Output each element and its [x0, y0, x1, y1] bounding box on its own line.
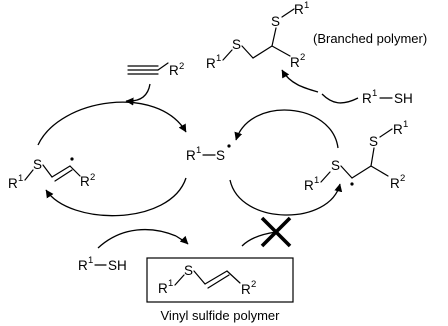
vinyl-radical-bond-s-c	[42, 164, 53, 178]
thiyl-radical-dot	[227, 144, 231, 148]
vinyl-radical-double-bond-a	[51, 165, 71, 178]
product-caption: Vinyl sulfide polymer	[161, 308, 281, 323]
branched-r1-left-label: R	[206, 56, 216, 71]
alkyl-radical-bond-ch2-c	[351, 165, 372, 179]
branched-polymer-molecule: R 1 S S R 1 R 2 (Branched polymer)	[206, 0, 427, 71]
vinyl-radical-r1-label: R	[8, 176, 18, 191]
alkyne-r-label: R	[169, 63, 179, 78]
product-bond-s-c	[193, 270, 206, 285]
branched-bond-r1-s	[222, 49, 233, 61]
left-cycle-lower-arrow	[45, 177, 187, 217]
branched-r1-top-superscript: 1	[304, 0, 309, 11]
product-r2-label: R	[241, 282, 251, 297]
branched-polymer-arrow	[281, 69, 319, 93]
alkyl-radical-s-left-label: S	[331, 158, 340, 173]
thiol-left-sh-label: SH	[108, 258, 127, 273]
thiol-right-molecule: R 1 SH	[362, 88, 413, 106]
vinyl-radical-dot	[70, 157, 74, 161]
vinyl-radical-bond-r1-s	[24, 169, 34, 181]
thiyl-r-label: R	[186, 148, 196, 163]
left-cycle-upper-arrow	[37, 101, 187, 146]
product-bond-r1-s	[174, 274, 185, 286]
alkyl-radical-bond-c-s-top	[370, 147, 375, 167]
branched-polymer-caption: (Branched polymer)	[313, 31, 427, 46]
alkyl-radical-r2-label: R	[390, 176, 400, 191]
right-cycle: R 1 SH R 1 S S R 1 R 2	[229, 69, 413, 248]
branched-r1-left-superscript: 1	[216, 53, 221, 64]
alkyne-entry-arrow	[125, 83, 151, 106]
vinyl-radical-molecule: R 1 S R 2	[8, 157, 95, 191]
alkyl-radical-r1-left-label: R	[304, 178, 314, 193]
thiyl-s-label: S	[216, 148, 225, 163]
branched-bond-s-r1-top	[281, 8, 295, 18]
left-cycle: R 2 R 1 S R 2 R 1 SH	[8, 61, 189, 273]
vinyl-radical-double-bond-b	[54, 169, 73, 182]
thiol-right-entry-curve	[321, 93, 359, 104]
right-cycle-lower-arrow	[229, 179, 343, 216]
thiol-left-entry-curve	[97, 228, 177, 249]
branched-bond-ch2-ch	[252, 45, 273, 59]
thiol-right-superscript: 1	[372, 88, 377, 99]
branched-r2-label: R	[290, 55, 300, 70]
branched-bond-s-ch2	[241, 45, 254, 59]
thiol-left-r-label: R	[78, 258, 88, 273]
alkyl-radical-s-top-label: S	[369, 134, 378, 149]
product-r1-label: R	[158, 281, 168, 296]
alkyl-radical-bond-c-r2	[370, 165, 389, 177]
alkyne-r2-bond	[157, 62, 169, 71]
branched-bond-ch-s-top	[271, 27, 277, 47]
thiol-left-molecule: R 1 SH	[78, 255, 127, 273]
branched-r1-top-label: R	[294, 2, 304, 17]
vinyl-radical-r2-label: R	[80, 174, 90, 189]
product-double-bond-b	[207, 274, 230, 289]
thiol-right-sh-label: SH	[394, 91, 413, 106]
thiol-right-r-label: R	[362, 91, 372, 106]
branched-bond-ch-r2	[271, 45, 291, 57]
product-s-label: S	[184, 263, 193, 278]
vinyl-radical-r2-superscript: 2	[90, 172, 95, 183]
alkyl-radical-dot	[350, 182, 354, 186]
alkyl-radical-r2-superscript: 2	[400, 173, 405, 184]
branched-r2-superscript: 2	[300, 52, 305, 63]
thiol-left-superscript: 1	[88, 255, 93, 266]
branched-s-left-label: S	[232, 37, 241, 52]
alkyl-radical-r1-top-label: R	[393, 122, 403, 137]
vinyl-radical-bond-c-r2	[69, 165, 81, 177]
product-release-arrow	[175, 235, 189, 245]
vinyl-sulfide-product: R 1 S R 2 Vinyl sulfide polymer	[146, 257, 294, 323]
alkyl-radical-bond-r1-s	[320, 171, 331, 183]
product-r1-superscript: 1	[168, 278, 173, 289]
product-bond-c-r2	[226, 270, 241, 284]
vinyl-radical-s-label: S	[33, 157, 42, 172]
product-double-bond-a	[204, 270, 228, 285]
product-r2-superscript: 2	[251, 279, 256, 290]
alkyne-molecule: R 2	[127, 61, 184, 78]
thiyl-radical-molecule: R 1 S	[186, 144, 231, 163]
alkyl-radical-bond-s-ch2	[340, 165, 353, 179]
alkyl-radical-r1-top-superscript: 1	[403, 119, 408, 130]
right-cycle-upper-arrow	[234, 109, 339, 149]
vinyl-radical-r1-superscript: 1	[18, 173, 23, 184]
alkyl-radical-bond-s-r1-top	[379, 128, 393, 138]
branched-s-top-label: S	[271, 14, 280, 29]
blocked-path-curve	[241, 231, 277, 247]
alkyl-radical-r1-left-superscript: 1	[314, 175, 319, 186]
thiyl-r-superscript: 1	[196, 145, 201, 156]
alkyne-r-superscript: 2	[179, 61, 184, 72]
alkyl-radical-molecule: R 1 S S R 1 R 2	[304, 119, 408, 193]
